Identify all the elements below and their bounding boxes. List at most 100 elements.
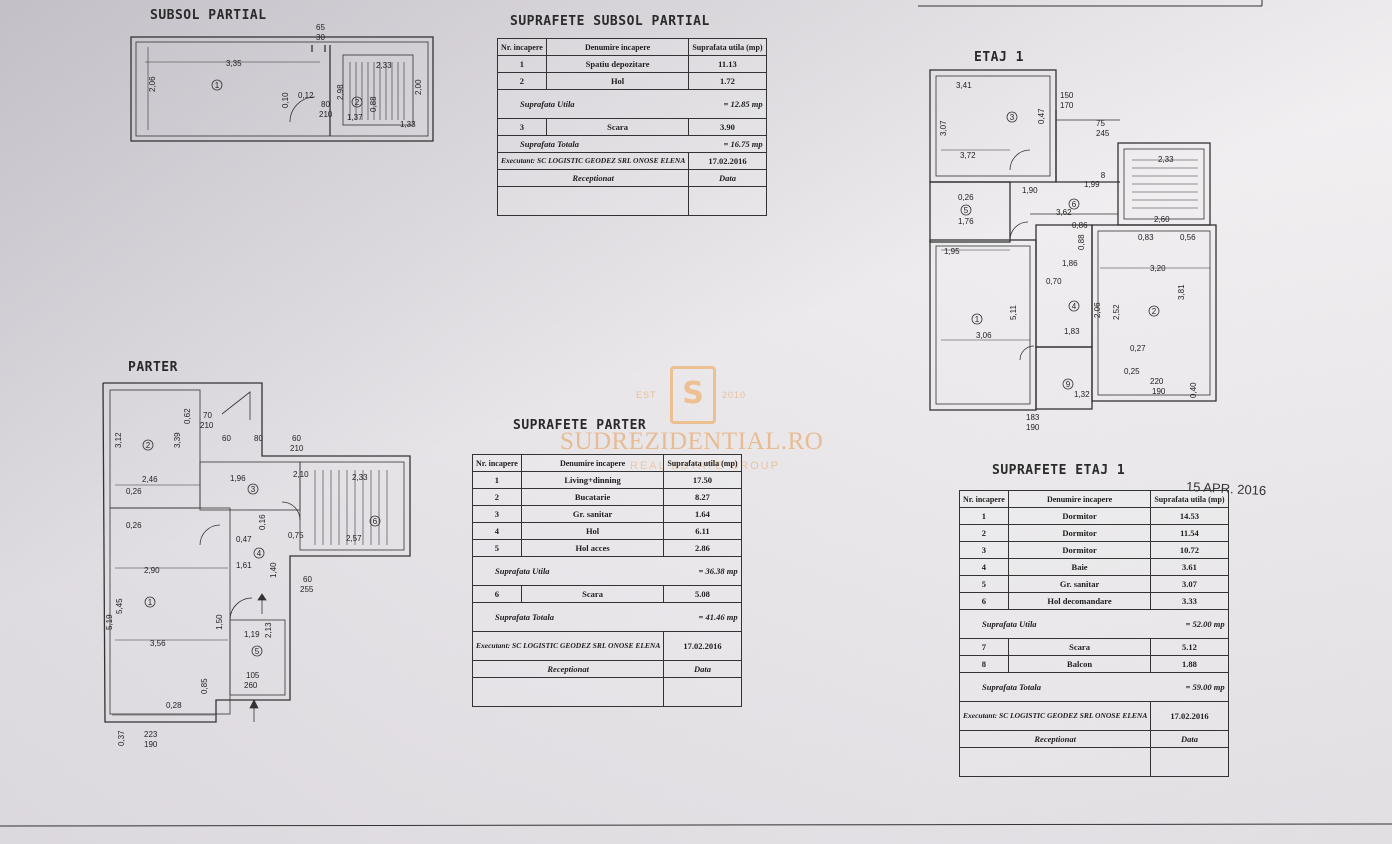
cell-nr: 1 xyxy=(472,471,522,489)
dim-label: 170 xyxy=(1060,101,1074,110)
parter-room-number: 2 xyxy=(146,441,151,450)
cell-name: Living+dinning xyxy=(520,471,665,489)
cell-nr: 6 xyxy=(959,592,1009,610)
parter-room-number: 1 xyxy=(148,598,153,607)
blank-cell xyxy=(688,186,767,216)
table-row: 4 Baie 3.61 xyxy=(959,558,1229,576)
dim-label: 1,99 xyxy=(1084,180,1100,189)
etaj-table-title: SUPRAFETE ETAJ 1 xyxy=(992,463,1126,478)
exec-date: 17.02.2016 xyxy=(1150,701,1229,731)
blank-cell xyxy=(471,677,665,707)
dim-label: 1,50 xyxy=(215,614,224,630)
dim-label: 1,90 xyxy=(1022,186,1038,195)
parter-room-number: 5 xyxy=(255,647,260,656)
cell-nr: 3 xyxy=(472,505,522,523)
dim-label: 5,45 xyxy=(115,598,124,614)
col-header-area: Suprafata utila (mp) xyxy=(663,454,742,472)
table-header-row: Nr. incapere Denumire incapere Suprafata… xyxy=(959,490,1229,508)
dim-label: 1,33 xyxy=(400,120,416,129)
dim-label: 0,26 xyxy=(958,193,974,202)
utila-row: Suprafata Utila = 36.38 mp xyxy=(472,556,742,586)
dim-label: 1,32 xyxy=(1074,390,1090,399)
receptionat-date-label: Data xyxy=(688,169,767,187)
blank-row xyxy=(471,677,742,707)
dim-label: 2,33 xyxy=(1158,155,1174,164)
cell-name: Bucatarie xyxy=(520,488,665,506)
utila-value: = 52.00 mp xyxy=(1185,619,1225,629)
table-row: 8 Balcon 1.88 xyxy=(959,655,1229,673)
subsol-floor-plan xyxy=(130,36,434,142)
parter-plan-title: PARTER xyxy=(128,360,178,375)
dim-label: 0,70 xyxy=(1046,277,1062,286)
table-row: 1 Living+dinning 17.50 xyxy=(472,471,742,489)
blank-cell xyxy=(496,186,690,216)
table-row: 5 Gr. sanitar 3.07 xyxy=(959,575,1229,593)
dim-label: 65 xyxy=(316,23,325,32)
totala-value: = 41.46 mp xyxy=(698,612,738,622)
cell-area: 1.88 xyxy=(1150,655,1229,673)
cell-name: Hol xyxy=(520,522,665,540)
cell-area: 2.86 xyxy=(663,539,742,557)
dim-label: 3,06 xyxy=(976,331,992,340)
utila-cell: Suprafata Utila = 52.00 mp xyxy=(959,609,1229,639)
table-row: 2 Bucatarie 8.27 xyxy=(472,488,742,506)
dim-label: 2,06 xyxy=(1093,302,1102,318)
dim-label: 1,76 xyxy=(958,217,974,226)
dim-label: 0,88 xyxy=(1077,234,1086,250)
exec-date: 17.02.2016 xyxy=(688,152,767,170)
executant-cell: Executant: SC LOGISTIC GEODEZ SRL ONOSE … xyxy=(958,701,1152,731)
dim-label: 2,13 xyxy=(264,622,273,638)
etaj-room-number: 8 xyxy=(1101,171,1106,180)
cell-area: 6.11 xyxy=(663,522,742,540)
cell-area: 3.61 xyxy=(1150,558,1229,576)
cell-name: Dormitor xyxy=(1007,524,1152,542)
dim-label: 1,61 xyxy=(236,561,252,570)
dim-label: 0,37 xyxy=(117,730,126,746)
parter-table-title: SUPRAFETE PARTER xyxy=(513,418,647,433)
subsol-table-title: SUPRAFETE SUBSOL PARTIAL xyxy=(510,14,710,29)
dim-label: 1,86 xyxy=(1062,259,1078,268)
dim-label: 1,37 xyxy=(347,113,363,122)
utila-label: Suprafata Utila xyxy=(520,99,575,109)
blank-row xyxy=(958,747,1229,777)
cell-nr: 3 xyxy=(959,541,1009,559)
cell-area: 1.72 xyxy=(688,72,767,90)
blank-cell xyxy=(663,677,742,707)
totala-row: Suprafata Totala = 41.46 mp xyxy=(472,602,742,632)
dim-label: 2,33 xyxy=(352,473,368,482)
dim-label: 0,26 xyxy=(126,487,142,496)
receptionat-row: Receptionat Data xyxy=(471,660,742,678)
col-header-nr: Nr. incapere xyxy=(472,454,522,472)
dim-label: 5,19 xyxy=(105,614,114,630)
table-row: 6 Scara 5.08 xyxy=(472,585,742,603)
dim-label: 220 xyxy=(1150,377,1164,386)
cell-nr: 1 xyxy=(959,507,1009,525)
dim-label: 3,81 xyxy=(1177,284,1186,300)
dim-label: 2,10 xyxy=(293,470,309,479)
dim-label: 210 xyxy=(200,421,214,430)
parter-room-number: 4 xyxy=(257,549,262,558)
etaj-plan-title: ETAJ 1 xyxy=(974,50,1024,65)
etaj-room-number: 1 xyxy=(975,315,980,324)
dim-label: 75 xyxy=(1096,119,1105,128)
table-row: 4 Hol 6.11 xyxy=(472,522,742,540)
dim-label: 30 xyxy=(316,33,325,42)
blank-row xyxy=(496,186,767,216)
dim-label: 3,72 xyxy=(960,151,976,160)
exec-date: 17.02.2016 xyxy=(663,631,742,661)
dim-label: 190 xyxy=(1026,423,1040,432)
col-header-area: Suprafata utila (mp) xyxy=(688,38,767,56)
table-row: 1 Dormitor 14.53 xyxy=(959,507,1229,525)
cell-nr: 4 xyxy=(472,522,522,540)
etaj-area-table: Nr. incapere Denumire incapere Suprafata… xyxy=(958,490,1229,777)
table-row: 2 Hol 1.72 xyxy=(497,72,767,90)
receptionat-label: Receptionat xyxy=(471,660,665,678)
totala-label: Suprafata Totala xyxy=(982,682,1041,692)
dim-label: 3,62 xyxy=(1056,208,1072,217)
col-header-name: Denumire incapere xyxy=(1007,490,1152,508)
dim-label: 1,95 xyxy=(944,247,960,256)
utila-row: Suprafata Utila = 12.85 mp xyxy=(497,89,767,119)
cell-nr: 7 xyxy=(959,638,1009,656)
utila-row: Suprafata Utila = 52.00 mp xyxy=(959,609,1229,639)
